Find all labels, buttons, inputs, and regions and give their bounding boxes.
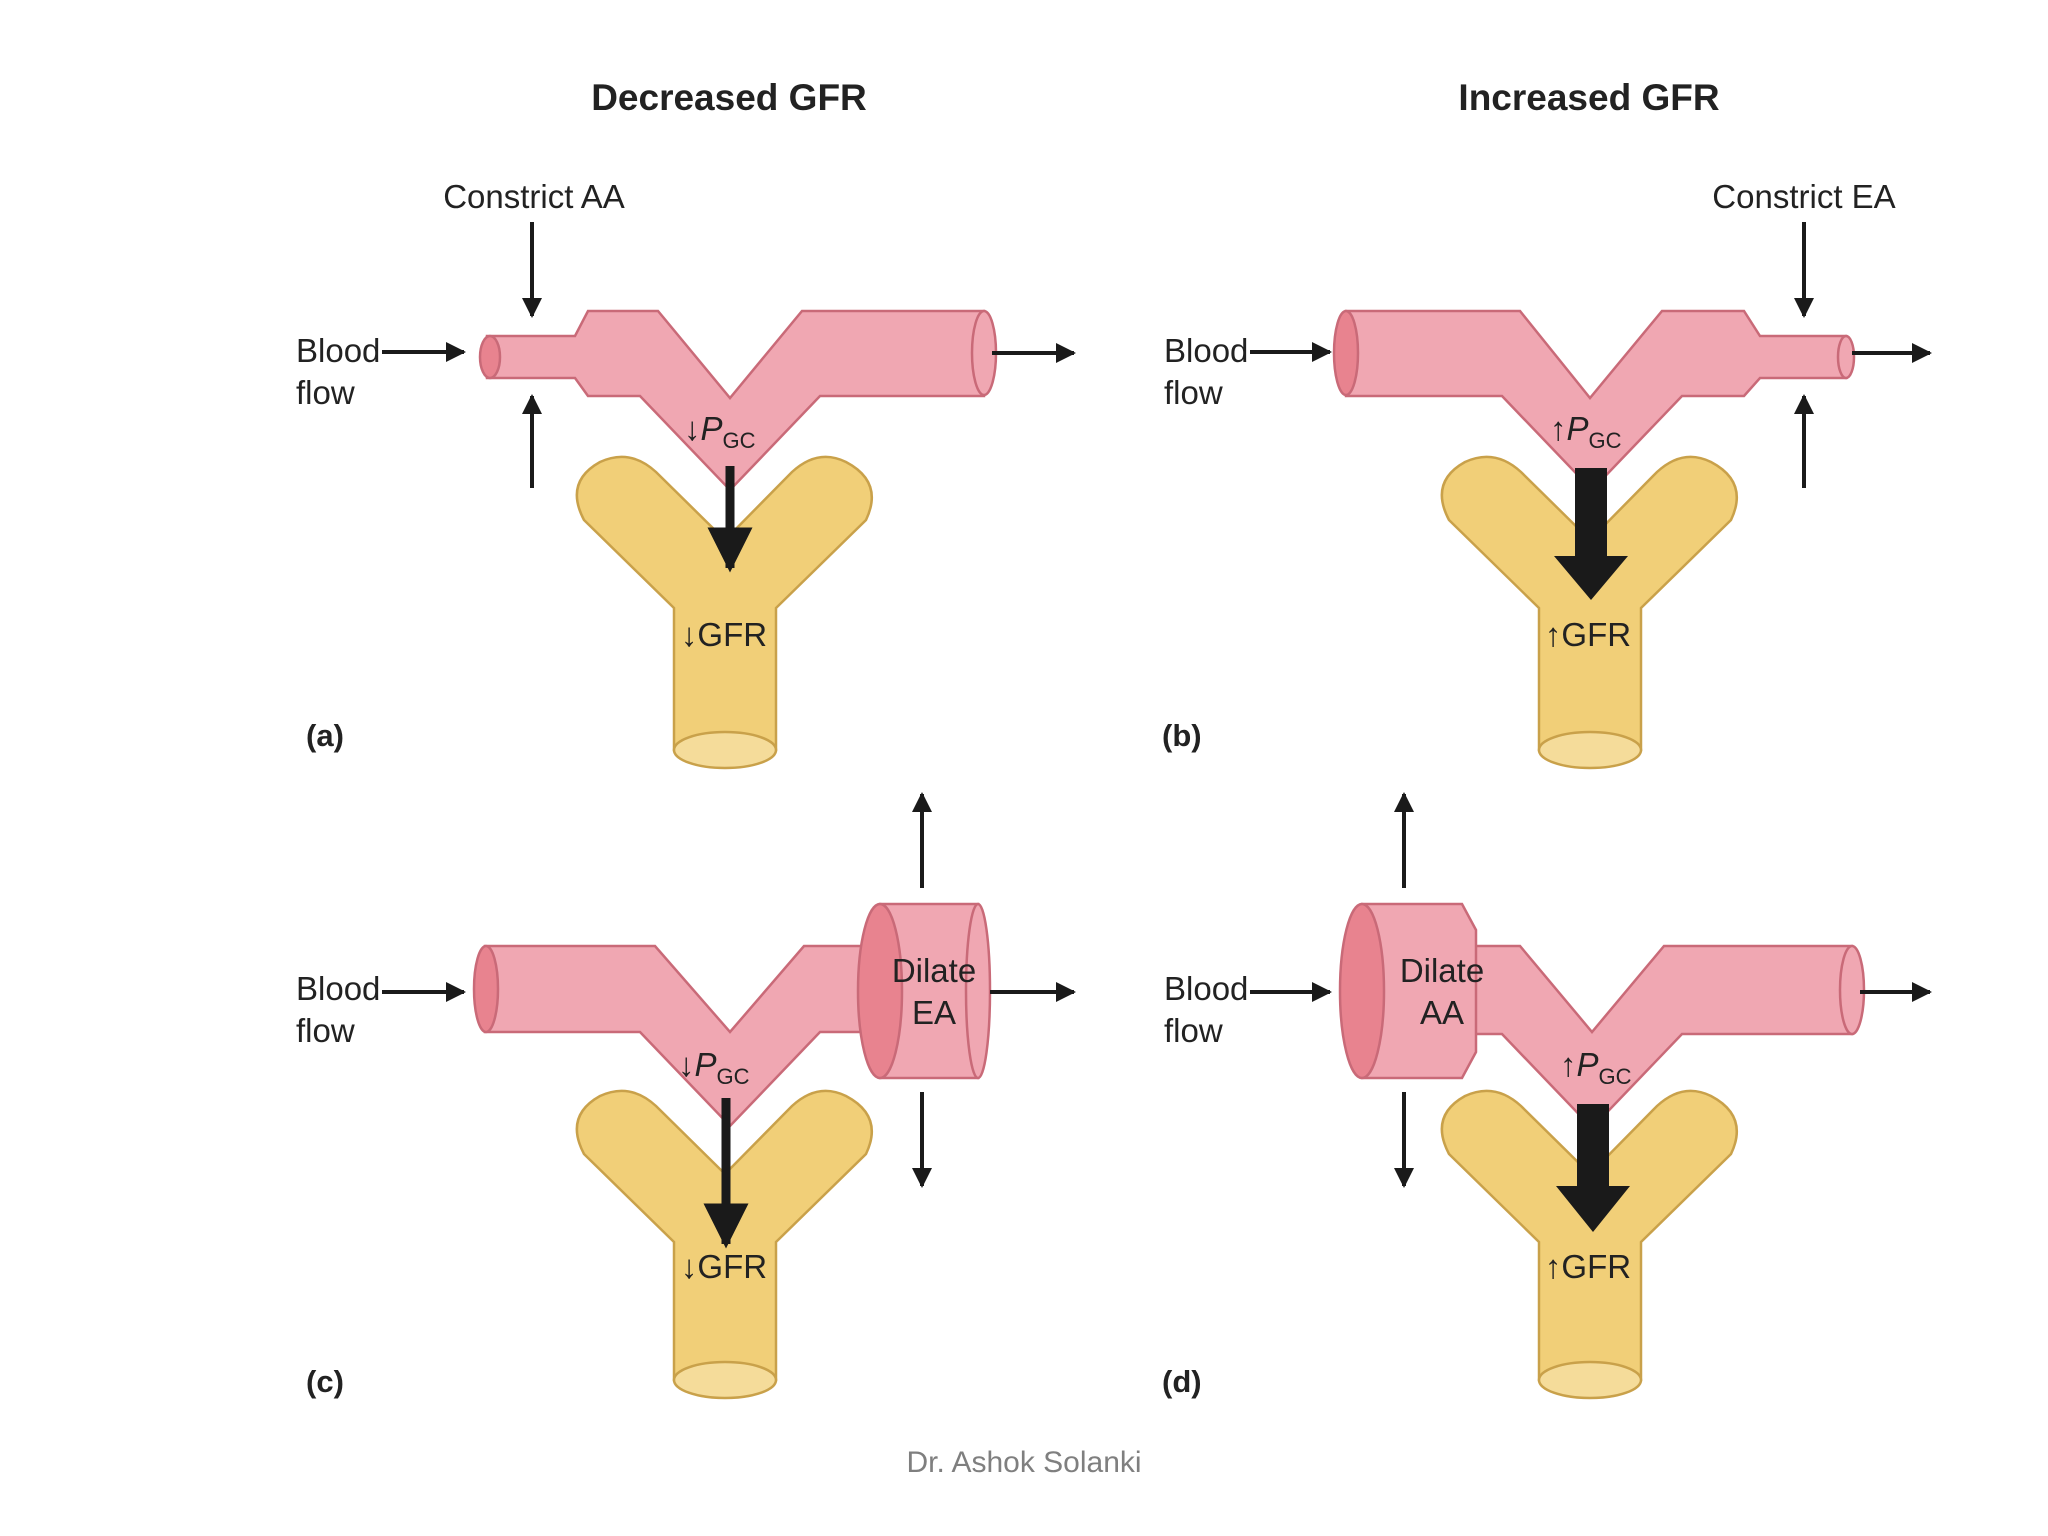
inflow-label-b-line2: flow xyxy=(1164,374,1223,411)
panel-a-annotation: Constrict AA xyxy=(443,178,625,215)
panel-b-annotation: Constrict EA xyxy=(1712,178,1895,215)
pgc-letter-d: P xyxy=(1577,1046,1599,1083)
tubule-b xyxy=(1440,455,1739,770)
pgc-sub-a: GC xyxy=(723,428,756,453)
panel-d: Dilate AA Blood flow ↑PGC ↑GFR (d) xyxy=(1162,792,1932,1400)
pgc-letter-b: P xyxy=(1567,410,1589,447)
pgc-letter-c: P xyxy=(695,1046,717,1083)
gfr-label-d: ↑GFR xyxy=(1545,1248,1631,1285)
pgc-sub-b: GC xyxy=(1589,428,1622,453)
pgc-label-a: ↓PGC xyxy=(684,410,756,453)
panel-a-label: (a) xyxy=(306,718,344,753)
inflow-label-a-line2: flow xyxy=(296,374,355,411)
vessel-a xyxy=(478,309,998,492)
inflow-label-d-line2: flow xyxy=(1164,1012,1223,1049)
title-increased-gfr: Increased GFR xyxy=(1458,77,1719,118)
filtration-arrow-b xyxy=(1554,468,1628,600)
gfr-label-c: ↓GFR xyxy=(681,1248,767,1285)
pgc-label-d: ↑PGC xyxy=(1560,1046,1632,1089)
pgc-arrow-b: ↑ xyxy=(1550,410,1567,447)
filtration-arrow-d xyxy=(1556,1104,1630,1232)
inflow-label-c-line2: flow xyxy=(296,1012,355,1049)
title-decreased-gfr: Decreased GFR xyxy=(591,77,867,118)
vessel-label-c-line1: Dilate xyxy=(892,952,976,989)
author-credit: Dr. Ashok Solanki xyxy=(906,1446,1142,1479)
pgc-sub-d: GC xyxy=(1599,1064,1632,1089)
vessel-c xyxy=(472,902,992,1128)
pgc-letter-a: P xyxy=(701,410,723,447)
gfr-label-b: ↑GFR xyxy=(1545,616,1631,653)
inflow-label-c-line1: Blood xyxy=(296,970,380,1007)
pgc-label-c: ↓PGC xyxy=(678,1046,750,1089)
panel-c: Dilate EA Blood flow ↓PGC ↓GFR (c) xyxy=(296,792,1076,1400)
pgc-arrow-c: ↓ xyxy=(678,1046,695,1083)
vessel-label-d-line2: AA xyxy=(1420,994,1464,1031)
vessel-label-d-line1: Dilate xyxy=(1400,952,1484,989)
vessel-label-c-line2: EA xyxy=(912,994,956,1031)
panel-c-label: (c) xyxy=(306,1364,344,1399)
panel-d-label: (d) xyxy=(1162,1364,1202,1399)
vessel-d xyxy=(1338,902,1866,1130)
pgc-sub-c: GC xyxy=(717,1064,750,1089)
pgc-arrow-d: ↑ xyxy=(1560,1046,1577,1083)
inflow-label-b-line1: Blood xyxy=(1164,332,1248,369)
tubule-a xyxy=(575,455,874,770)
tubule-d xyxy=(1440,1089,1739,1400)
pgc-label-b: ↑PGC xyxy=(1550,410,1622,453)
gfr-label-a: ↓GFR xyxy=(681,616,767,653)
inflow-label-a-line1: Blood xyxy=(296,332,380,369)
panel-b-label: (b) xyxy=(1162,718,1202,753)
panel-a: Constrict AA Blood flow ↓PGC ↓GFR (a) xyxy=(296,178,1076,770)
vessel-b xyxy=(1332,309,1856,492)
pgc-arrow-a: ↓ xyxy=(684,410,701,447)
inflow-label-d-line1: Blood xyxy=(1164,970,1248,1007)
panel-b: Constrict EA Blood flow ↑PGC ↑GFR (b) xyxy=(1162,178,1932,770)
